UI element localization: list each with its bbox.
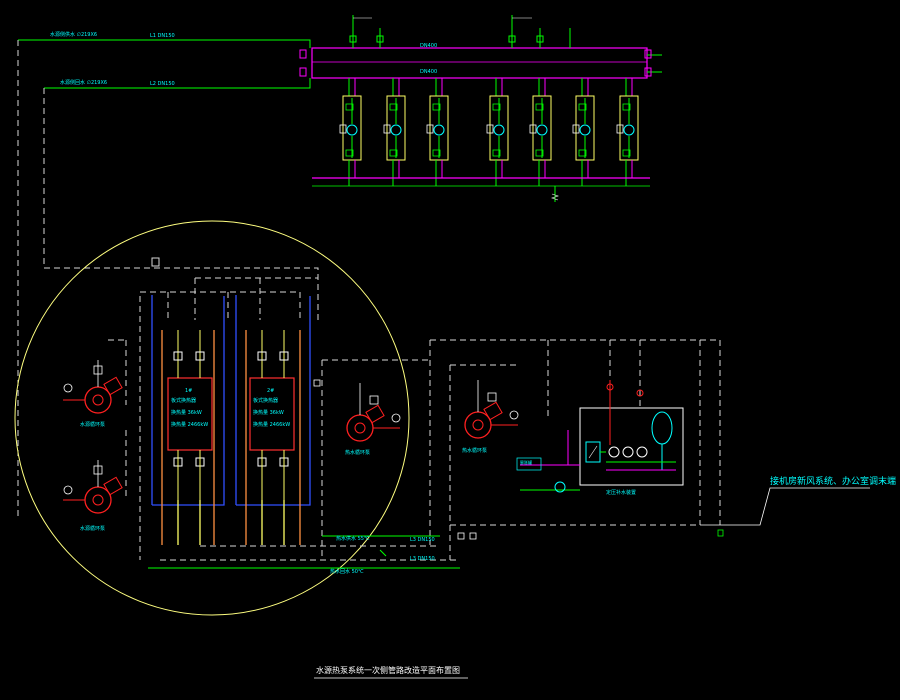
hx1-capacity: 换热量 36kW [171,409,202,416]
hx2-load: 换热量 2466kW [253,421,290,428]
pressure-make-up-unit [516,380,684,493]
plant-dashed-piping [108,277,721,561]
pump-4-label: 热水循环泵 [462,447,487,454]
l2-label: L2 DN150 [150,81,175,87]
terminal-unit [616,78,639,186]
pump-2-label: 水源循环泵 [80,525,105,532]
header-upper-label: DN400 [420,43,437,49]
bottom-temp-1: 热水供水 55℃ [336,535,370,542]
bottom-temp-2: 热水回水 50℃ [330,568,364,575]
terminal-unit [529,78,552,186]
hx2-number: 2# [267,388,274,394]
heat-exchanger-1 [167,330,213,500]
bottom-dn-2: L3 DN150 [410,556,435,562]
terminal-unit [426,78,449,186]
hx1-number: 1# [185,388,192,394]
hx1-name: 板式换热器 [171,397,196,404]
bottom-green-pipes [148,535,460,569]
pump-1-label: 水源循环泵 [80,421,105,428]
expansion-label: 膨胀罐 [520,459,532,465]
drawing-title: 水源热泵系统一次侧管路改造平面布置图 [316,665,460,675]
hx-risers [151,295,311,545]
pump-2 [63,460,123,514]
pump-3 [346,383,401,442]
right-connector-line [700,487,870,537]
header-lower-label: DN400 [420,69,437,75]
enlarged-area-circle [14,220,410,616]
terminal-unit [486,78,509,186]
softener-label: 定压补水装置 [606,489,636,496]
bottom-dn-1: L3 DN150 [410,537,435,543]
l1-label: L1 DN150 [150,33,175,39]
hx1-load: 换热量 2466kW [171,421,208,428]
terminal-units-row [339,78,639,186]
units-bottom-header [312,177,650,202]
pump-4 [464,380,519,439]
hx2-name: 板式换热器 [253,397,278,404]
terminal-unit [339,78,362,186]
supply-main-label: 水源侧供水 ∅219X6 [50,31,97,38]
left-return-loop [17,39,319,520]
pump-3-label: 热水循环泵 [345,449,370,456]
return-main-label: 水源侧回水 ∅219X6 [60,79,107,86]
hx2-capacity: 换热量 36kW [253,409,284,416]
distribution-headers [299,15,662,79]
right-note: 接机房新风系统、办公室调末端 [770,475,896,487]
terminal-unit [383,78,406,186]
pump-1 [63,360,123,414]
heat-exchanger-2 [249,330,295,500]
terminal-unit [572,78,595,186]
